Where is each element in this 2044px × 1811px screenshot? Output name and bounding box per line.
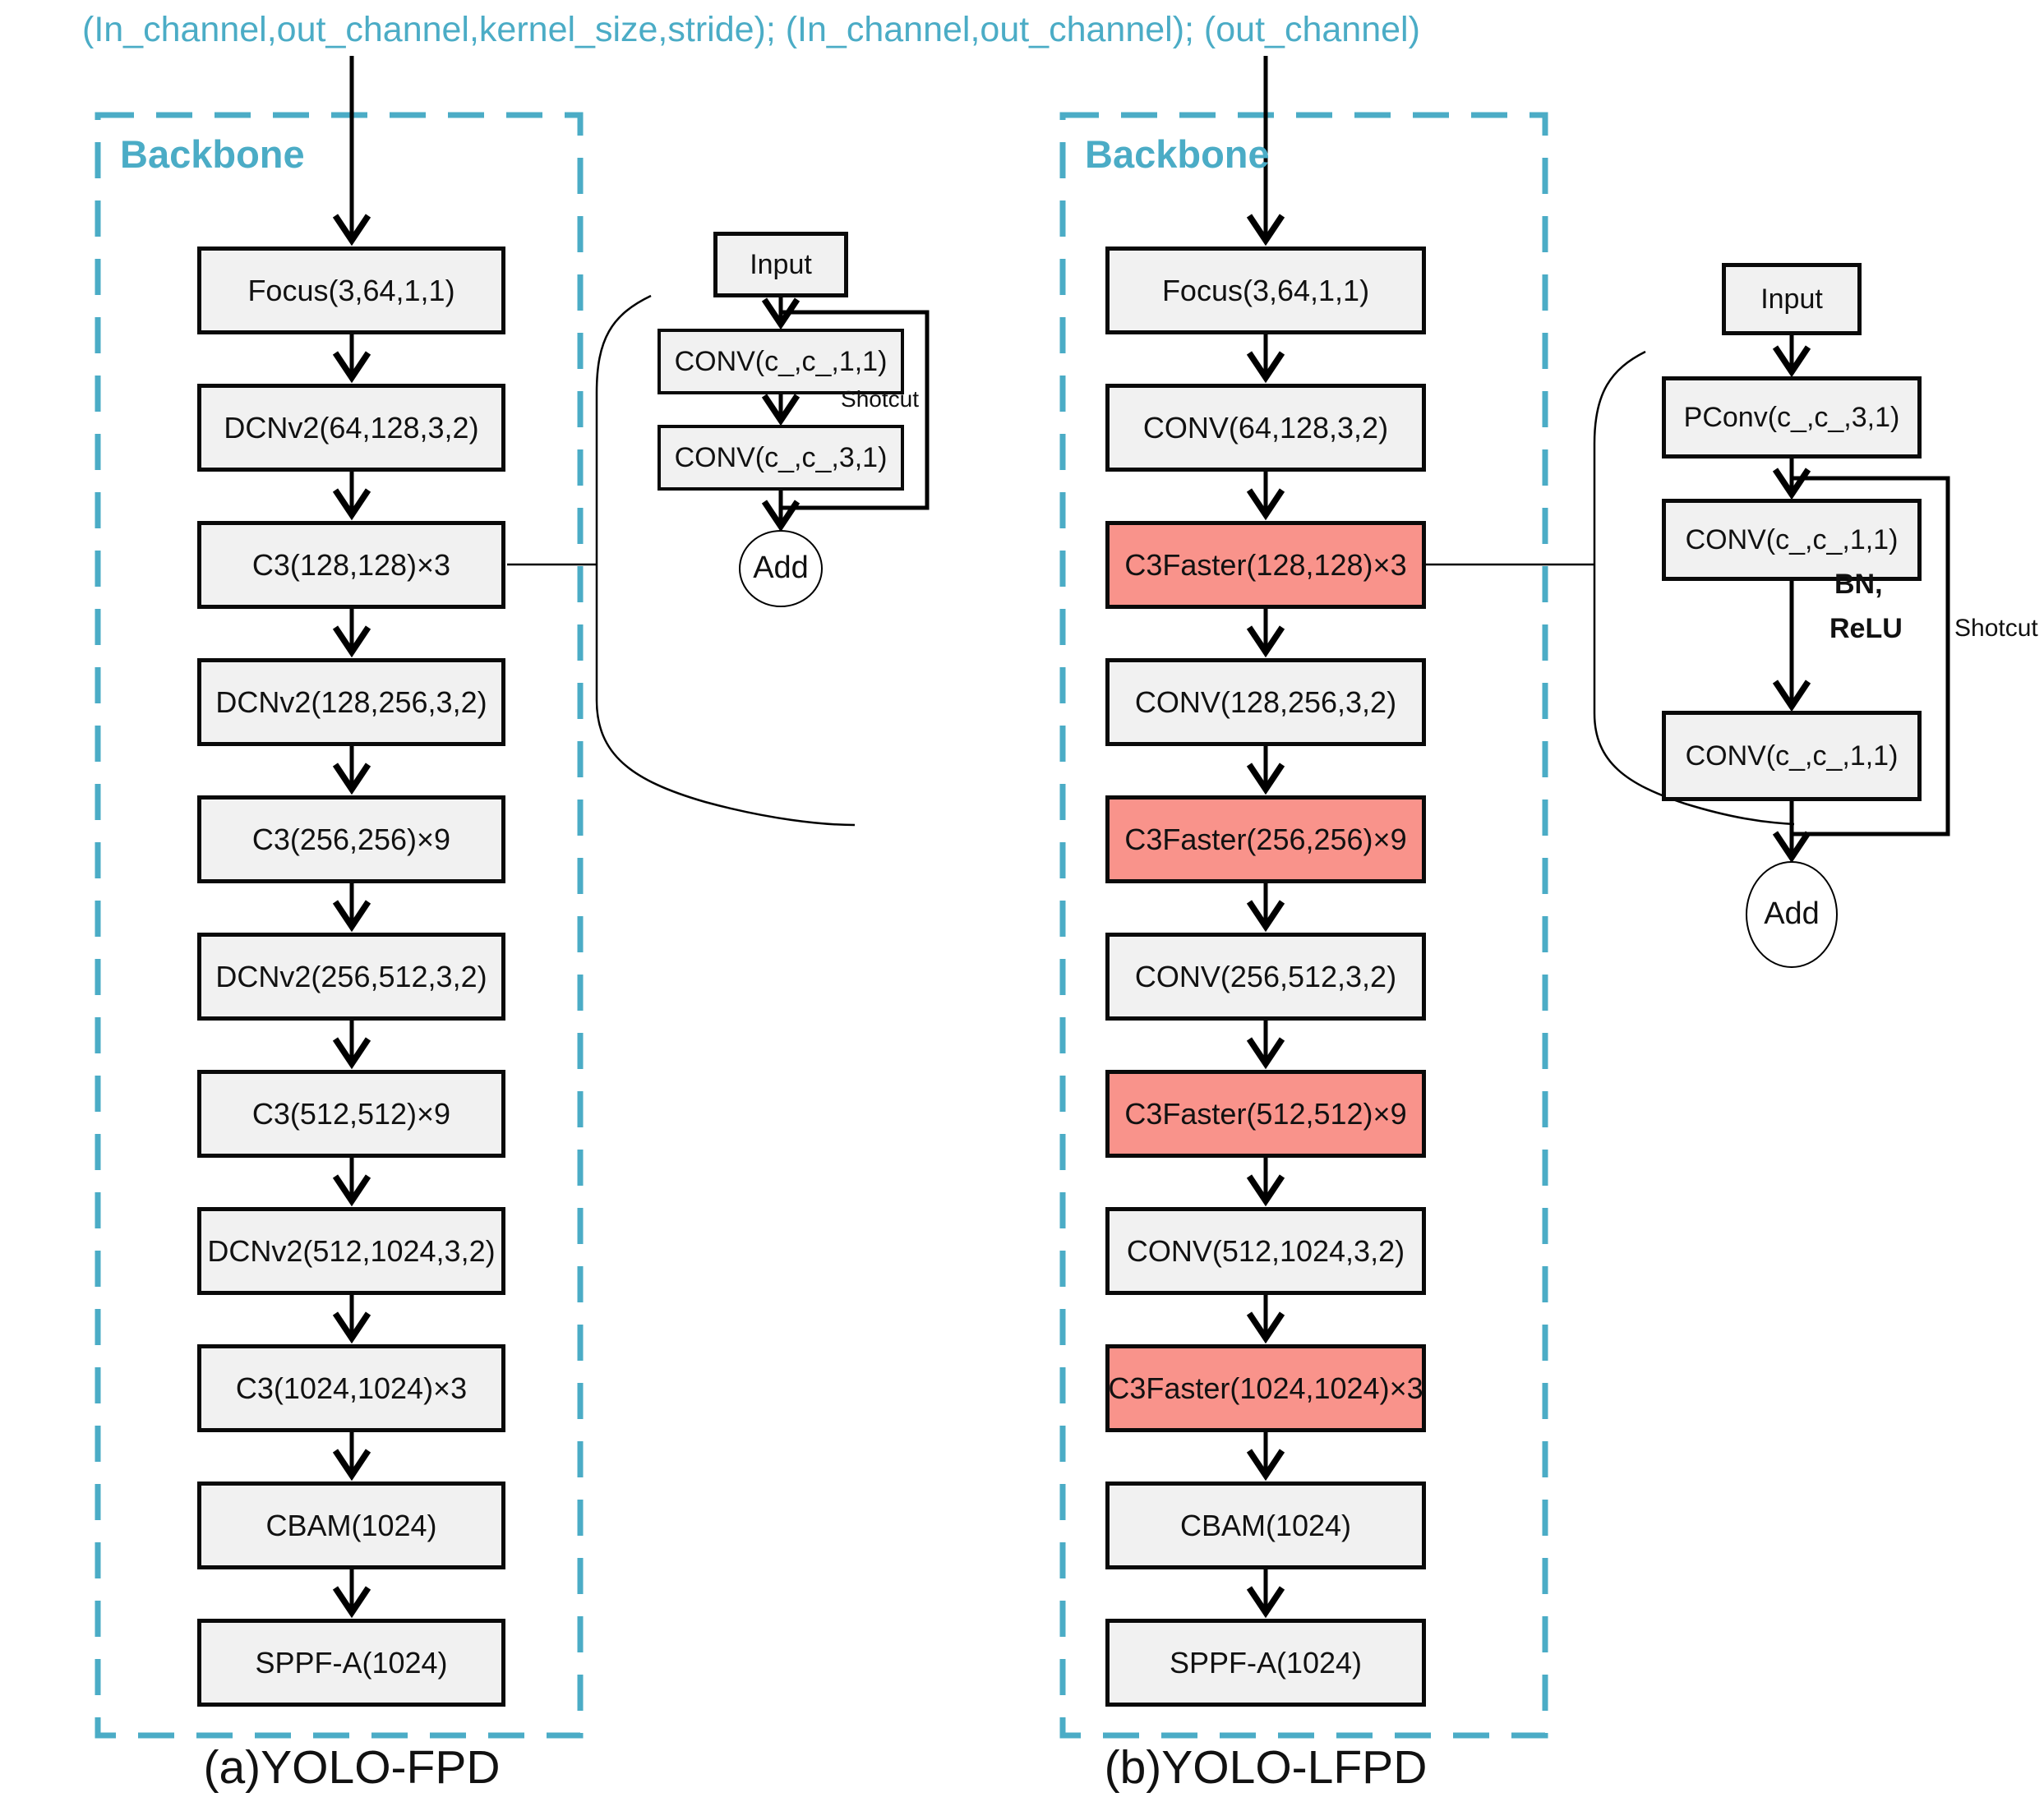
flow-box-conv-2: CONV(128,256,3,2)	[1105, 658, 1426, 746]
flow-box-c3-2: C3(256,256)×9	[197, 795, 505, 883]
flow-box-c3faster-4: C3Faster(1024,1024)×3	[1105, 1344, 1426, 1432]
detail-b-conv1-box: CONV(c_,c_,1,1)	[1662, 499, 1922, 581]
flow-box-c3-1: C3(128,128)×3	[197, 521, 505, 609]
flow-box-cbam-b: CBAM(1024)	[1105, 1482, 1426, 1569]
backbone-container-a	[95, 112, 584, 1739]
flow-box-dcnv2-3: DCNv2(256,512,3,2)	[197, 933, 505, 1021]
detail-b-add-label: Add	[1764, 896, 1820, 931]
detail-a-add-label: Add	[753, 551, 809, 585]
flow-box-c3faster-3: C3Faster(512,512)×9	[1105, 1070, 1426, 1158]
detail-a-input-box: Input	[713, 232, 848, 297]
detail-a-conv2-box: CONV(c_,c_,3,1)	[657, 425, 904, 491]
detail-b-relu-label: ReLU	[1829, 613, 1903, 644]
flow-box-focus-a: Focus(3,64,1,1)	[197, 247, 505, 334]
flow-box-sppf-a: SPPF-A(1024)	[197, 1619, 505, 1707]
caption-a: (a)YOLO-FPD	[203, 1741, 501, 1794]
detail-b-arrows	[1772, 335, 1950, 864]
flow-box-dcnv2-2: DCNv2(128,256,3,2)	[197, 658, 505, 746]
flow-box-c3-3: C3(512,512)×9	[197, 1070, 505, 1158]
caption-b: (b)YOLO-LFPD	[1104, 1741, 1428, 1794]
flow-box-conv-4: CONV(512,1024,3,2)	[1105, 1207, 1426, 1295]
detail-b-conv2-box: CONV(c_,c_,1,1)	[1662, 711, 1922, 801]
flow-box-focus-b: Focus(3,64,1,1)	[1105, 247, 1426, 334]
backbone-label-a: Backbone	[120, 132, 305, 176]
flow-box-c3-4: C3(1024,1024)×3	[197, 1344, 505, 1432]
parameter-legend: (In_channel,out_channel,kernel_size,stri…	[82, 10, 1420, 49]
flow-box-dcnv2-1: DCNv2(64,128,3,2)	[197, 384, 505, 472]
detail-a-shortcut-label: Shotcut	[841, 386, 919, 412]
detail-b-bn-label: BN,	[1834, 569, 1883, 600]
add-node-b	[1746, 861, 1838, 968]
flow-box-c3faster-2: C3Faster(256,256)×9	[1105, 795, 1426, 883]
flow-box-sppf-b: SPPF-A(1024)	[1105, 1619, 1426, 1707]
detail-a-arrows	[761, 297, 930, 532]
detail-b-shortcut-label: Shotcut	[1954, 615, 2038, 642]
add-node-a	[739, 530, 823, 607]
backbone-container-b	[1059, 112, 1548, 1739]
detail-b-pconv-box: PConv(c_,c_,3,1)	[1662, 376, 1922, 459]
flow-box-c3faster-1: C3Faster(128,128)×3	[1105, 521, 1426, 609]
flow-box-dcnv2-4: DCNv2(512,1024,3,2)	[197, 1207, 505, 1295]
flow-box-cbam-a: CBAM(1024)	[197, 1482, 505, 1569]
backbone-label-b: Backbone	[1085, 132, 1270, 176]
detail-b-input-box: Input	[1722, 263, 1862, 335]
detail-a-conv1-box: CONV(c_,c_,1,1)	[657, 329, 904, 394]
flow-box-conv-1: CONV(64,128,3,2)	[1105, 384, 1426, 472]
flow-box-conv-3: CONV(256,512,3,2)	[1105, 933, 1426, 1021]
detail-braces	[507, 294, 1795, 827]
